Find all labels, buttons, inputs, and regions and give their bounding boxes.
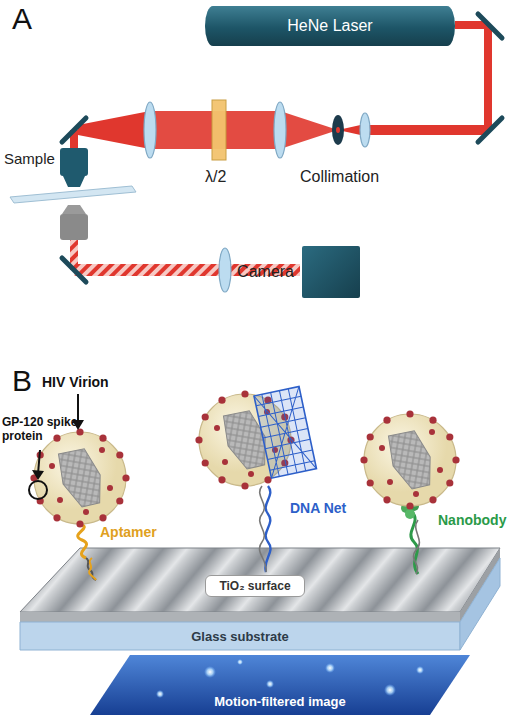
- node-text: HeNe Laser: [287, 17, 372, 35]
- nanobody: [401, 501, 419, 574]
- motion-image: [90, 655, 470, 715]
- panel-letter: A: [12, 2, 32, 37]
- image-panel: Motion-filtered image: [90, 655, 470, 715]
- aptamer: [78, 524, 96, 580]
- half-wave-plate: [212, 100, 226, 160]
- node-text: Motion-filtered image: [214, 694, 345, 709]
- node-text: Camera: [237, 263, 294, 281]
- pointers: [29, 394, 84, 499]
- camera-box: Camera: [302, 246, 360, 298]
- part-name: HIV Virion: [42, 374, 109, 390]
- tio2-surface: [20, 548, 500, 622]
- glass-substrate: [20, 558, 500, 650]
- tether-name: Aptamer: [100, 524, 157, 540]
- panel-letter: B: [12, 364, 32, 399]
- tether-name: DNA Net: [290, 500, 346, 516]
- iris: [332, 115, 344, 145]
- part-name: λ/2: [205, 168, 226, 186]
- part-name: GP-120 spike protein: [2, 416, 94, 444]
- node-text: TiO₂ surface: [219, 579, 290, 593]
- part-name: Collimation: [300, 168, 379, 186]
- dna-strand: [260, 486, 271, 572]
- laser-cylinder: HeNe Laser: [205, 6, 455, 46]
- mirrors: [62, 14, 502, 282]
- dna-net: [254, 386, 316, 478]
- beam: [70, 21, 492, 276]
- node-text: Glass substrate: [191, 629, 289, 644]
- part-name: Sample: [4, 150, 55, 167]
- tether-name: Nanobody: [438, 512, 506, 528]
- surface-tag: TiO₂ surface: [205, 575, 305, 597]
- substrate-band: Glass substrate: [20, 622, 460, 650]
